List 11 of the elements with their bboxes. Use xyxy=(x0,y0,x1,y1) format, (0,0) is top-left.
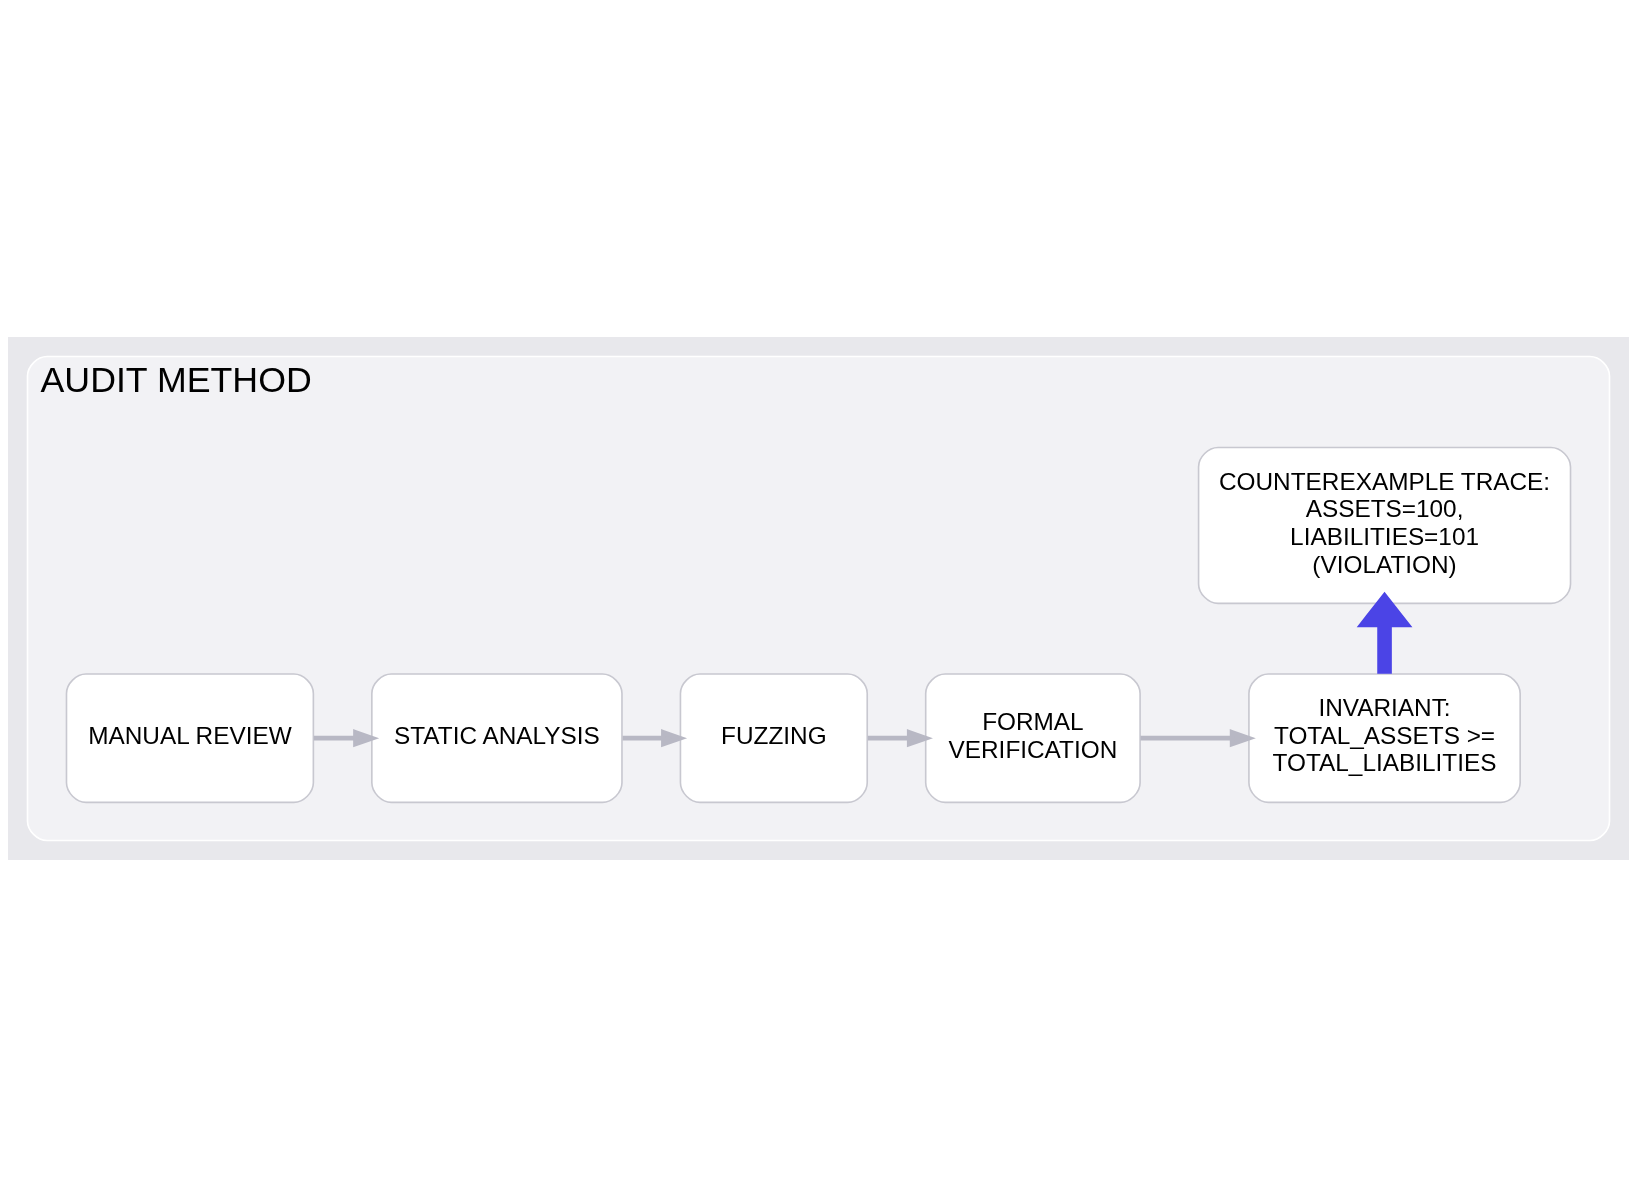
node-box: FUZZING xyxy=(679,672,869,803)
node-box: MANUAL REVIEW xyxy=(65,672,315,803)
arrow xyxy=(1140,728,1256,747)
arrow xyxy=(1356,591,1413,674)
arrow xyxy=(867,728,933,747)
arrow xyxy=(622,728,688,747)
node-box: STATIC ANALYSIS xyxy=(371,672,623,803)
node-box: INVARIANT: TOTAL_ASSETS >= TOTAL_LIABILITIES xyxy=(1248,672,1521,803)
node-box: COUNTEREXAMPLE TRACE: ASSETS=100, LIABILITIES=101 (VIOLATION) xyxy=(1197,446,1572,604)
arrow xyxy=(313,728,380,747)
node-box: FORMAL VERIFICATION xyxy=(924,672,1141,803)
